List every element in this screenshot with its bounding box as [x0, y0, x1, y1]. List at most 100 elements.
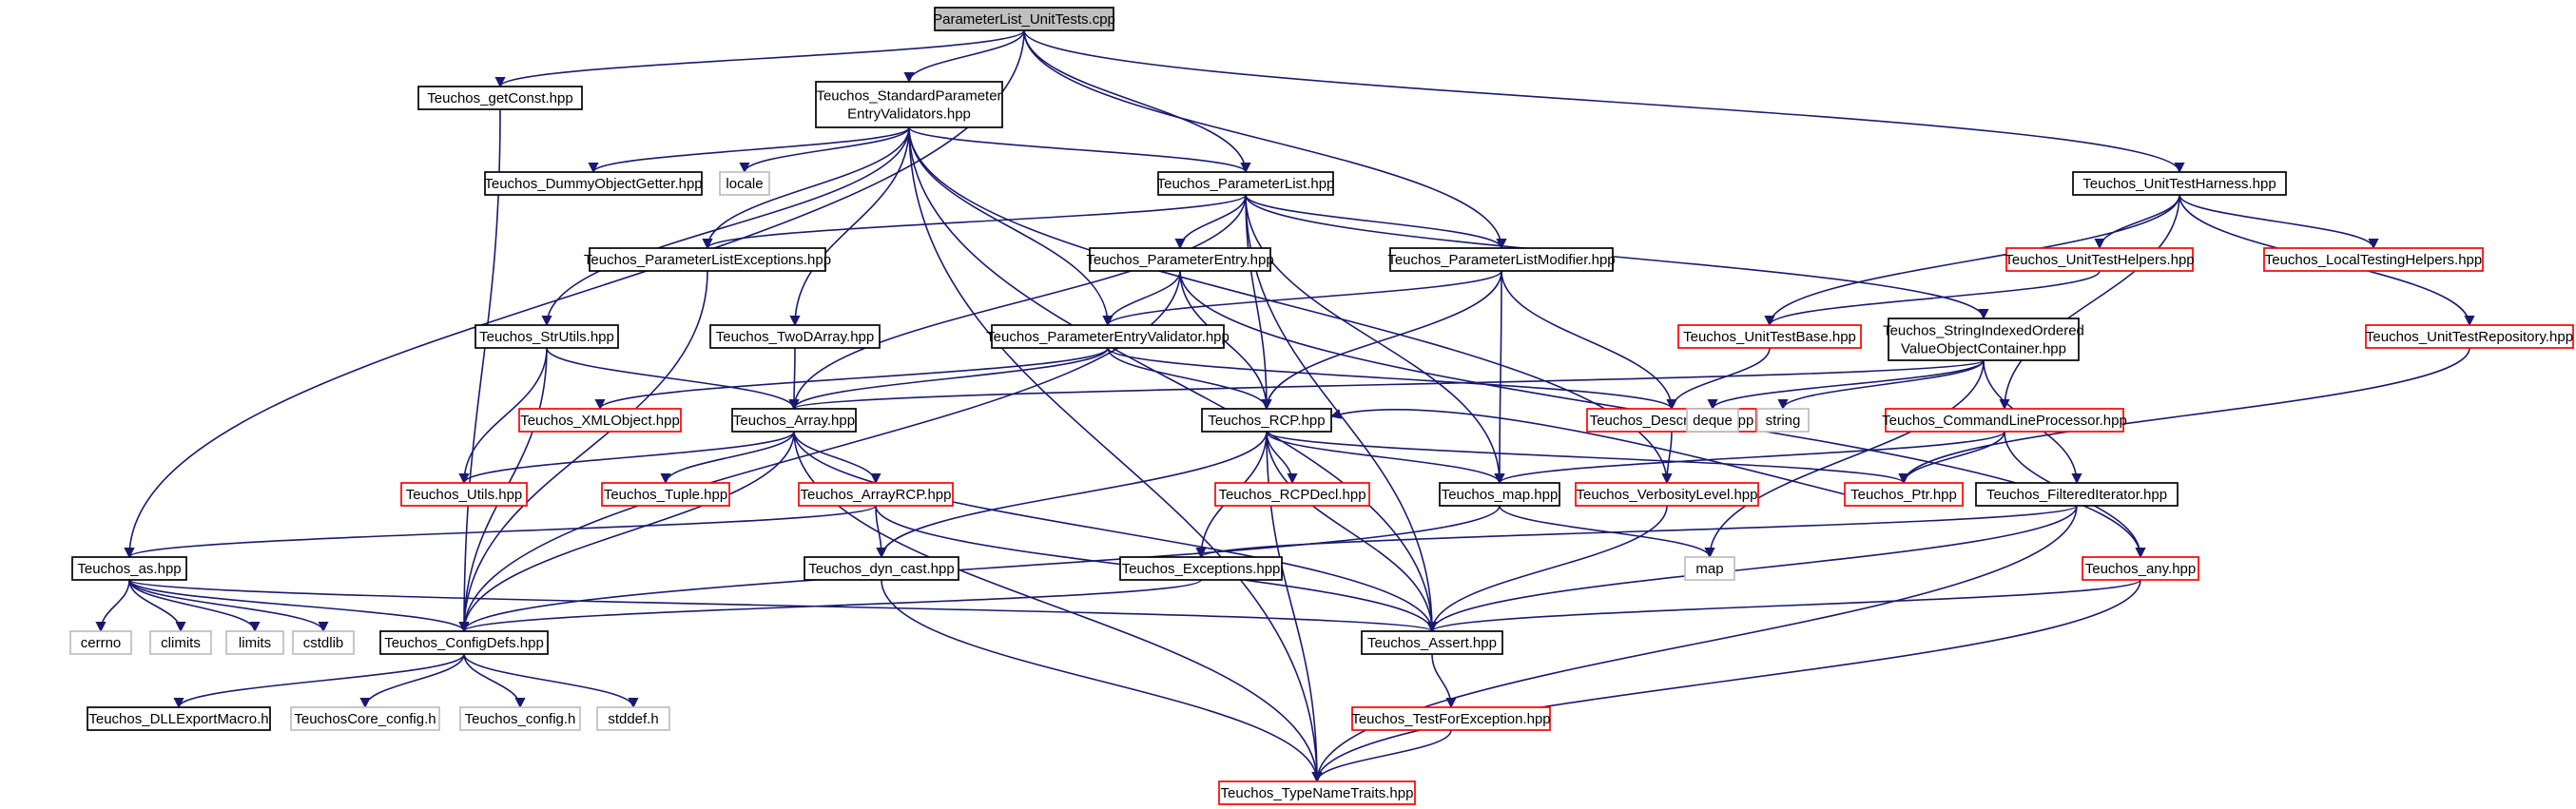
edge-spev-to-strutils	[541, 126, 910, 327]
edge-configdefs-to-config	[463, 653, 526, 709]
edge-as-to-configdefs	[128, 579, 470, 633]
node-pev[interactable]: Teuchos_ParameterEntryValidator.hpp	[986, 324, 1230, 349]
edge-root-to-uth	[1023, 29, 2185, 174]
node-utb[interactable]: Teuchos_UnitTestBase.hpp	[1677, 324, 1862, 349]
node-utils[interactable]: Teuchos_Utils.hpp	[400, 482, 528, 507]
node-assert[interactable]: Teuchos_Assert.hpp	[1361, 630, 1503, 655]
node-verb[interactable]: Teuchos_VerbosityLevel.hpp	[1575, 482, 1759, 507]
node-cstdlib[interactable]: cstdlib	[292, 630, 355, 655]
edge-uth-to-uthelp	[2094, 194, 2180, 250]
edge-pe-to-pev	[1102, 270, 1181, 327]
node-dyn[interactable]: Teuchos_dyn_cast.hpp	[804, 556, 959, 581]
node-utr[interactable]: Teuchos_UnitTestRepository.hpp	[2365, 324, 2574, 349]
node-label: Teuchos_RCP.hpp	[1208, 413, 1325, 429]
node-getconst[interactable]: Teuchos_getConst.hpp	[417, 86, 583, 110]
node-coreconfig[interactable]: TeuchosCore_config.h	[290, 706, 440, 731]
node-label: Teuchos_as.hpp	[77, 561, 181, 577]
node-label: Teuchos_Assert.hpp	[1367, 635, 1497, 651]
node-dog[interactable]: Teuchos_DummyObjectGetter.hpp	[484, 171, 703, 196]
node-lth[interactable]: Teuchos_LocalTestingHelpers.hpp	[2263, 247, 2484, 272]
edge-sio-to-array	[788, 359, 1985, 411]
node-label: Teuchos_Tuple.hpp	[604, 487, 727, 503]
node-strutils[interactable]: Teuchos_StrUtils.hpp	[475, 324, 619, 349]
node-label: TeuchosCore_config.h	[294, 711, 436, 727]
node-map[interactable]: Teuchos_map.hpp	[1439, 482, 1560, 507]
edge-as-to-assert	[128, 579, 1438, 633]
node-fi[interactable]: Teuchos_FilteredIterator.hpp	[1975, 482, 2179, 507]
node-clp[interactable]: Teuchos_CommandLineProcessor.hpp	[1882, 408, 2127, 433]
edge-as-to-cerrno	[95, 579, 130, 633]
node-deque[interactable]: deque	[1686, 408, 1739, 433]
node-tnt[interactable]: Teuchos_TypeNameTraits.hpp	[1218, 780, 1416, 805]
edge-spev-to-locale	[739, 126, 910, 174]
node-label: Teuchos_getConst.hpp	[427, 90, 572, 106]
edge-utr-to-ptr	[1898, 347, 2470, 485]
node-xml[interactable]: Teuchos_XMLObject.hpp	[518, 408, 682, 433]
node-tfe[interactable]: Teuchos_TestForException.hpp	[1351, 706, 1551, 731]
node-stdmap[interactable]: map	[1684, 556, 1735, 581]
node-box	[1975, 482, 2179, 507]
node-box	[2365, 324, 2574, 349]
edge-configdefs-to-coreconfig	[359, 653, 465, 709]
node-box	[2005, 247, 2194, 272]
edge-as-to-cstdlib	[128, 579, 329, 633]
node-label: stddef.h	[608, 711, 658, 727]
node-label: Teuchos_StrUtils.hpp	[479, 329, 614, 345]
node-label: Teuchos_StringIndexedOrdered	[1883, 323, 2084, 339]
node-label: Teuchos_LocalTestingHelpers.hpp	[2265, 252, 2482, 268]
edge-pev-to-desc	[1107, 347, 1677, 411]
edge-plist-to-pe	[1174, 194, 1247, 250]
node-box	[518, 408, 682, 433]
node-configdefs[interactable]: Teuchos_ConfigDefs.hpp	[379, 630, 549, 655]
edge-strutils-to-utils	[458, 347, 548, 485]
node-climits[interactable]: climits	[149, 630, 212, 655]
node-as[interactable]: Teuchos_as.hpp	[71, 556, 187, 581]
node-box	[709, 324, 881, 349]
node-label: EntryValidators.hpp	[847, 106, 971, 123]
node-arcp[interactable]: Teuchos_ArrayRCP.hpp	[798, 482, 954, 507]
edge-sio-to-deque	[1707, 359, 1985, 411]
node-cerrno[interactable]: cerrno	[69, 630, 132, 655]
node-uth[interactable]: Teuchos_UnitTestHarness.hpp	[2072, 171, 2287, 196]
node-label: ParameterList_UnitTests.cpp	[933, 11, 1115, 28]
edge-spev-to-tnt	[908, 126, 1323, 783]
node-limits[interactable]: limits	[225, 630, 284, 655]
node-twod[interactable]: Teuchos_TwoDArray.hpp	[709, 324, 881, 349]
node-tuple[interactable]: Teuchos_Tuple.hpp	[601, 482, 730, 507]
node-label: Teuchos_XMLObject.hpp	[520, 413, 680, 429]
node-pe[interactable]: Teuchos_ParameterEntry.hpp	[1086, 247, 1274, 272]
node-box	[1389, 247, 1614, 272]
node-uthelp[interactable]: Teuchos_UnitTestHelpers.hpp	[2005, 247, 2195, 272]
node-ple[interactable]: Teuchos_ParameterListExceptions.hpp	[584, 247, 831, 272]
node-root[interactable]: ParameterList_UnitTests.cpp	[933, 7, 1115, 31]
node-config[interactable]: Teuchos_config.h	[459, 706, 581, 731]
node-plist[interactable]: Teuchos_ParameterList.hpp	[1157, 171, 1335, 196]
node-array[interactable]: Teuchos_Array.hpp	[731, 408, 857, 433]
node-box	[991, 324, 1225, 349]
node-string[interactable]: string	[1756, 408, 1810, 433]
node-ptr[interactable]: Teuchos_Ptr.hpp	[1844, 482, 1964, 507]
node-box	[475, 324, 619, 349]
node-box	[379, 630, 549, 655]
edge-spev-to-assert	[908, 126, 1438, 633]
node-box	[1089, 247, 1271, 272]
node-spev[interactable]: Teuchos_StandardParameterEntryValidators…	[815, 81, 1003, 128]
node-plm[interactable]: Teuchos_ParameterListModifier.hpp	[1387, 247, 1616, 272]
node-any[interactable]: Teuchos_any.hpp	[2082, 556, 2199, 581]
node-dll[interactable]: Teuchos_DLLExportMacro.h	[87, 706, 271, 731]
node-stddef[interactable]: stddef.h	[596, 706, 670, 731]
edge-ptr-to-rcp	[1329, 409, 1846, 495]
node-label: Teuchos_DummyObjectGetter.hpp	[484, 176, 702, 192]
node-locale[interactable]: locale	[719, 171, 770, 196]
node-rcpdecl[interactable]: Teuchos_RCPDecl.hpp	[1214, 482, 1370, 507]
node-box	[1575, 482, 1759, 507]
node-label: cerrno	[81, 635, 122, 651]
node-box	[1677, 324, 1862, 349]
node-label: Teuchos_map.hpp	[1442, 487, 1559, 503]
node-rcp[interactable]: Teuchos_RCP.hpp	[1201, 408, 1332, 433]
node-sio[interactable]: Teuchos_StringIndexedOrderedValueObjectC…	[1883, 318, 2084, 361]
node-exc[interactable]: Teuchos_Exceptions.hpp	[1119, 556, 1283, 581]
edge-clp-to-map	[1494, 431, 2005, 485]
node-label: Teuchos_ArrayRCP.hpp	[801, 487, 952, 503]
